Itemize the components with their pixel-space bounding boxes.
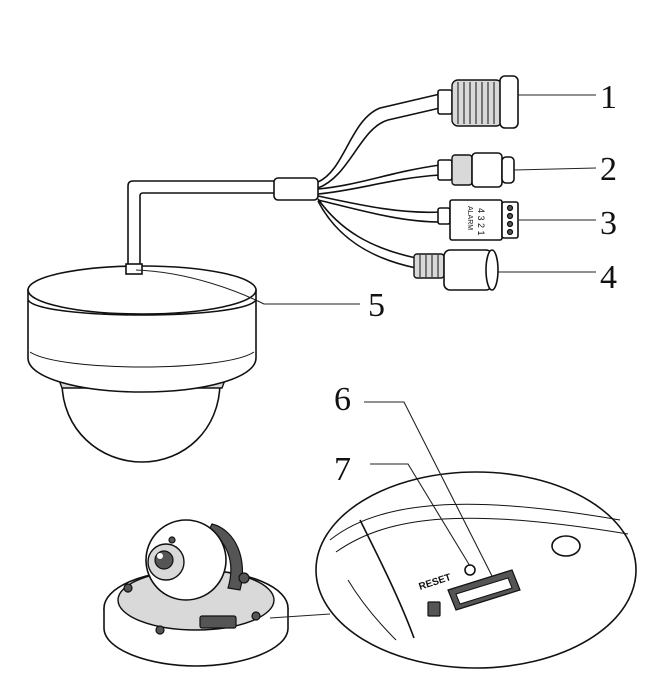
video-connector <box>413 249 499 291</box>
callout-3: 3 <box>600 205 617 242</box>
camera-internal-view <box>103 519 289 667</box>
network-connector <box>437 75 519 129</box>
leader-5 <box>135 269 360 305</box>
alarm-pins-label: 4 3 2 1 <box>476 208 486 236</box>
zoom-leader-line <box>269 613 331 619</box>
slot-closeup: RESET <box>315 471 637 669</box>
power-connector <box>437 152 515 188</box>
dome-camera <box>27 263 257 463</box>
leader-7 <box>370 463 471 567</box>
callout-2: 2 <box>600 151 617 188</box>
cable-bundle <box>127 93 441 270</box>
alarm-label: ALARM <box>466 206 473 230</box>
alarm-terminal: ALARM 4 3 2 1 <box>437 199 519 241</box>
callout-4: 4 <box>600 259 617 296</box>
callout-1: 1 <box>600 79 617 116</box>
leader-2 <box>513 167 597 171</box>
leader-6 <box>364 401 493 577</box>
callout-6: 6 <box>334 381 351 418</box>
callout-7: 7 <box>334 451 351 488</box>
callout-5: 5 <box>368 287 385 324</box>
